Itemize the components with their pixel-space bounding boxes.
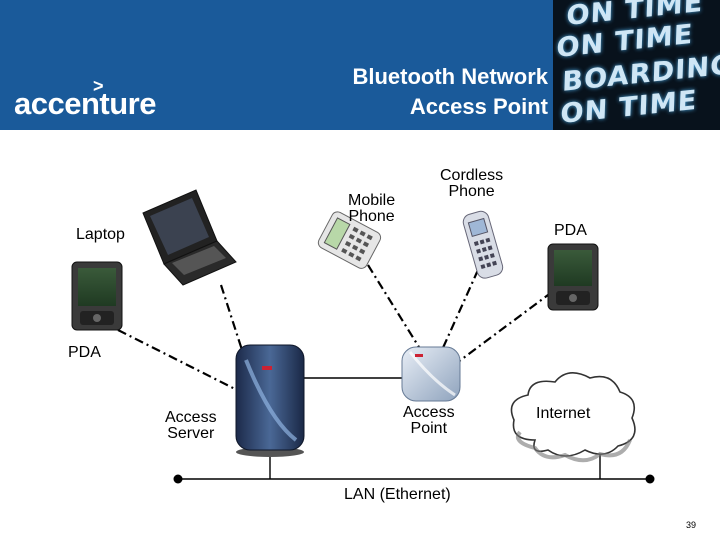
access-point-label: Access Point bbox=[403, 405, 455, 437]
access-server-label: Access Server bbox=[165, 410, 217, 442]
cordless-phone-label: Cordless Phone bbox=[440, 168, 503, 200]
pda-left-icon bbox=[71, 261, 123, 331]
link-pda-ap bbox=[457, 291, 553, 363]
slide-title: Bluetooth Network Access Point bbox=[352, 62, 548, 122]
mobile-phone-icon bbox=[317, 211, 382, 269]
lan-terminator-left bbox=[173, 474, 183, 484]
link-mobile-ap bbox=[367, 264, 423, 353]
internet-cloud-icon bbox=[510, 372, 636, 463]
mobile-phone-label: Mobile Phone bbox=[348, 193, 395, 225]
access-point-label-line2: Point bbox=[410, 420, 448, 437]
link-pda-server bbox=[117, 329, 238, 391]
access-point-icon bbox=[401, 346, 461, 402]
laptop-label: Laptop bbox=[76, 226, 125, 243]
pda-right-icon bbox=[547, 243, 599, 311]
access-server-label-line2: Server bbox=[167, 425, 215, 442]
cordless-phone-label-line1: Cordless bbox=[440, 167, 504, 184]
access-server-label-line1: Access bbox=[165, 409, 217, 426]
header-banner: > accenture Bluetooth Network Access Poi… bbox=[0, 0, 720, 130]
link-laptop-server bbox=[219, 284, 244, 351]
title-line-1: Bluetooth Network bbox=[352, 64, 548, 89]
cordless-phone-icon bbox=[462, 210, 504, 279]
pda-right-label: PDA bbox=[554, 222, 587, 239]
page-number: 39 bbox=[685, 520, 696, 530]
access-point-label-line1: Access bbox=[403, 404, 455, 421]
mobile-phone-label-line1: Mobile bbox=[348, 192, 396, 209]
lan-label: LAN (Ethernet) bbox=[344, 486, 451, 503]
departure-board-image: ON TIME ON TIME BOARDING ON TIME bbox=[553, 0, 720, 130]
link-cordless-ap bbox=[440, 269, 480, 351]
internet-label: Internet bbox=[536, 405, 591, 422]
mobile-phone-label-line2: Phone bbox=[348, 208, 395, 225]
access-server-icon bbox=[235, 344, 305, 457]
accenture-logo: accenture bbox=[14, 86, 156, 121]
wireless-links bbox=[117, 264, 553, 391]
laptop-icon bbox=[142, 189, 237, 286]
logo-chevron-icon: > bbox=[93, 76, 104, 96]
lan-terminator-right bbox=[645, 474, 655, 484]
title-line-2: Access Point bbox=[409, 94, 548, 119]
cordless-phone-label-line2: Phone bbox=[448, 183, 495, 200]
pda-left-label: PDA bbox=[68, 344, 101, 361]
